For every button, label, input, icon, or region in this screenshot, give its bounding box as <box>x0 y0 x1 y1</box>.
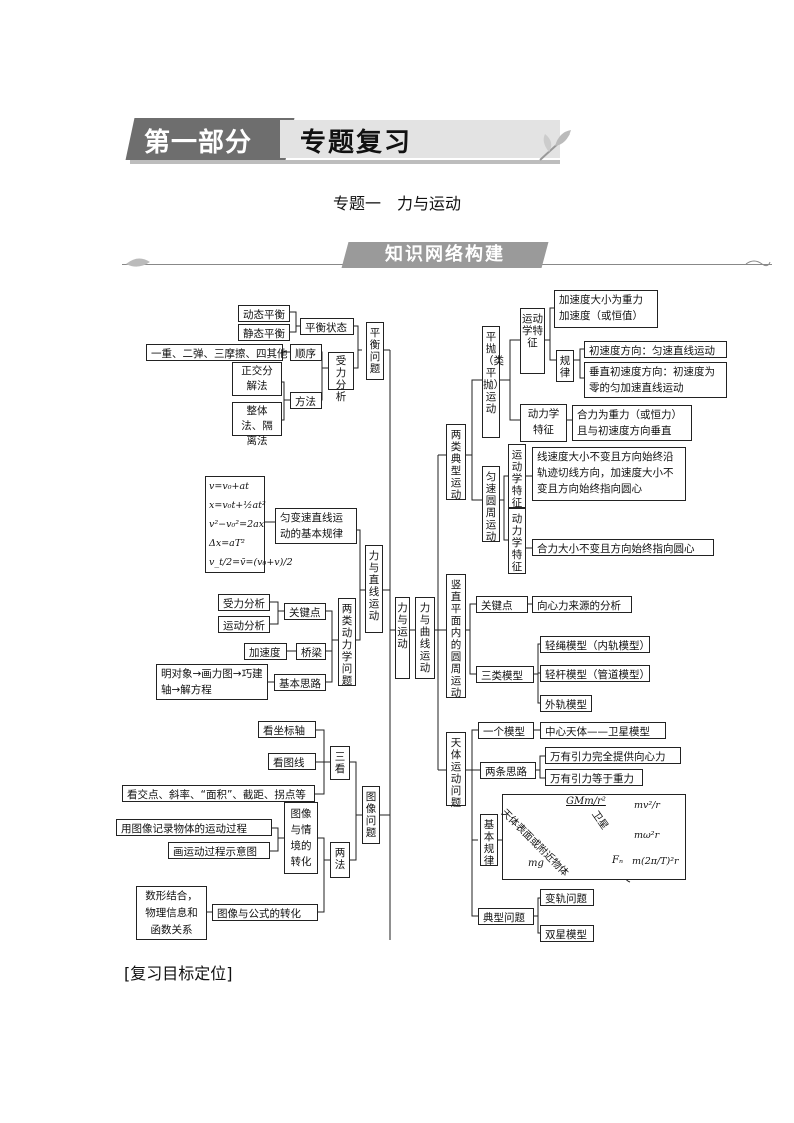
curl-icon <box>745 260 771 267</box>
rod-model-leaf: 轻杆模型（管道模型） <box>540 665 650 682</box>
linear-motion-node: 力与直线运动 <box>365 545 383 633</box>
force-analysis-leaf: 受力分析 <box>218 594 270 611</box>
image-problem-node: 图像问题 <box>362 786 380 844</box>
projectile-dynamic-node: 动力学特征 <box>520 404 567 442</box>
kinematics-formulas: v=v₀+at x=v₀t+½at² v²−v₀²=2ax Δx=aT² v_t… <box>205 476 293 573</box>
idea-gravity-leaf: 万有引力等于重力 <box>545 769 643 786</box>
outer-model-leaf: 外轨模型 <box>540 695 592 712</box>
circular-dynamic-node: 动力学特征 <box>508 508 526 574</box>
centripetal-omega-term: mω²r <box>634 830 660 841</box>
key-point-node: 关键点 <box>284 603 326 620</box>
idea-centripetal-leaf: 万有引力完全提供向心力 <box>545 747 681 764</box>
formula-3: v²−v₀²=2ax <box>209 519 265 530</box>
look-points-leaf: 看交点、斜率、“面积”、截距、拐点等 <box>122 785 315 802</box>
formula-1: v=v₀+at <box>209 481 249 492</box>
fn-term: Fₙ <box>612 855 623 866</box>
order-detail-node: 一重、二弹、三摩擦、四其他 <box>146 344 288 361</box>
dynamic-balance-node: 动态平衡 <box>238 305 290 322</box>
formula-convert-node: 图像与公式的转化 <box>212 904 318 921</box>
two-typical-motions-node: 两类典型运动 <box>446 424 466 501</box>
banner-underline <box>130 160 560 164</box>
law-vertical-leaf: 垂直初速度方向：初速度为零的匀加速直线运动 <box>584 362 727 398</box>
centripetal-source-leaf: 向心力来源的分析 <box>532 596 632 613</box>
law-node: 规律 <box>556 350 574 382</box>
acc-g-leaf: 加速度大小为重力加速度（或恒值） <box>554 290 658 328</box>
central-body-leaf: 中心天体——卫星模型 <box>540 722 666 739</box>
circular-dynamic-leaf: 合力大小不变且方向始终指向圆心 <box>532 539 714 556</box>
bridge-node: 桥梁 <box>296 643 326 660</box>
steps-leaf: 明对象→画力图→巧建轴→解方程 <box>156 664 268 700</box>
balance-state-node: 平衡状态 <box>300 318 354 335</box>
two-ideas-node: 两条思路 <box>480 762 536 779</box>
three-look-node: 三看 <box>330 746 350 780</box>
orthogonal-method-node: 正交分解法 <box>232 362 282 396</box>
formula-4: Δx=aT² <box>209 538 245 549</box>
left-leaf-icon <box>126 258 150 267</box>
two-methods-node: 两法 <box>330 842 350 878</box>
part-title: 专题复习 <box>300 128 413 158</box>
formula-2: x=v₀t+½at² <box>209 500 266 511</box>
balance-problem-node: 平衡问题 <box>366 322 384 380</box>
circular-motion-node: 匀速圆周运动 <box>482 466 500 543</box>
curve-motion-node: 力与曲线运动 <box>415 597 435 679</box>
uniform-rule-node: 匀变速直线运动的基本规律 <box>275 508 357 544</box>
leaf-icon <box>539 130 571 161</box>
part-label: 第一部分 <box>144 128 253 158</box>
gravity-formula-box <box>502 794 686 880</box>
celestial-problem-node: 天体运动问题 <box>446 732 466 809</box>
typical-problem-node: 典型问题 <box>478 908 534 925</box>
record-process-leaf: 用图像记录物体的运动过程 <box>116 819 272 836</box>
force-analysis-node: 受力分析 <box>328 352 354 403</box>
vertical-key-node: 关键点 <box>476 596 528 613</box>
projectile-node: 平抛（类平抛）运动 <box>482 326 504 438</box>
static-balance-node: 静态平衡 <box>238 324 290 341</box>
circular-kinematic-node: 运动学特征 <box>508 444 526 509</box>
three-models-node: 三类模型 <box>476 666 534 683</box>
basic-idea-node: 基本思路 <box>274 674 326 691</box>
rope-model-leaf: 轻绳模型（内轨模型） <box>540 636 650 653</box>
binary-star-leaf: 双星模型 <box>540 925 594 942</box>
one-model-node: 一个模型 <box>478 722 534 739</box>
image-situation-node: 图像与情境的转化 <box>284 802 318 874</box>
banner-light-band <box>280 120 560 158</box>
whole-isolation-node: 整体法、隔离法 <box>232 402 282 447</box>
method-node: 方法 <box>290 392 322 409</box>
circular-kinematic-leaf: 线速度大小不变且方向始终沿轨迹切线方向，加速度大小不变且方向始终指向圆心 <box>532 447 686 501</box>
centripetal-period-term: m(2π/T)²r <box>632 856 679 867</box>
orbit-change-leaf: 变轨问题 <box>540 889 594 906</box>
projectile-kinematic-node: 运动学特征 <box>520 308 545 374</box>
acceleration-leaf: 加速度 <box>244 643 287 660</box>
formula-5: v_t/2=v̄=(v₀+v)/2 <box>209 557 293 568</box>
review-target-heading: [复习目标定位] <box>124 964 233 983</box>
motion-analysis-leaf: 运动分析 <box>218 616 270 633</box>
part-banner: 第一部分 专题复习 <box>120 108 575 170</box>
centripetal-v-term: mv²/r <box>634 800 660 811</box>
center-force-motion: 力与运动 <box>395 597 410 679</box>
look-axis-leaf: 看坐标轴 <box>258 721 316 738</box>
order-node: 顺序 <box>290 344 322 361</box>
basic-law-node: 基本规律 <box>480 814 498 867</box>
sketch-leaf: 画运动过程示意图 <box>168 842 270 859</box>
section-title: 知识网络构建 <box>385 244 505 265</box>
law-horizontal-leaf: 初速度方向：匀速直线运动 <box>584 341 727 358</box>
projectile-dynamic-leaf: 合力为重力（或恒力）且与初速度方向垂直 <box>572 405 692 441</box>
combine-leaf: 数形结合，物理信息和函数关系 <box>136 886 207 940</box>
gmm-term: GMm/r² <box>566 796 606 807</box>
two-types-dynamics-node: 两类动力学问题 <box>338 598 356 687</box>
chapter-subtitle: 专题一 力与运动 <box>332 194 461 213</box>
mg-term: mg <box>528 858 544 869</box>
vertical-circle-node: 竖直平面内的圆周运动 <box>446 574 466 699</box>
look-line-leaf: 看图线 <box>268 753 316 770</box>
